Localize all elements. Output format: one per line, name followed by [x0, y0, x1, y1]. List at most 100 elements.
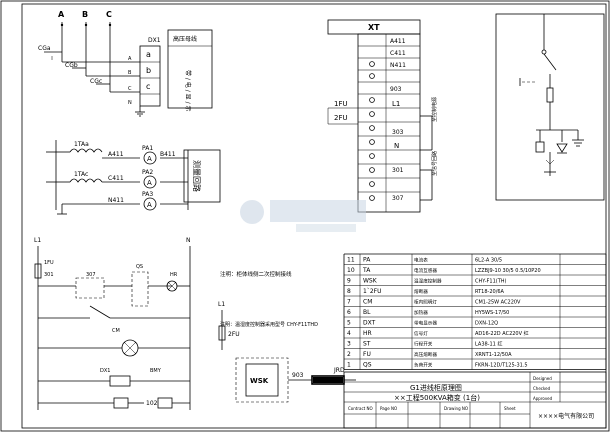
title-block-contract-no: Contract NO	[348, 406, 373, 411]
bom-name: 信号灯	[414, 330, 428, 337]
bom-no: 6	[347, 309, 351, 316]
ct-wire-b411: B411	[160, 151, 176, 158]
bom-spec: CM1-25W AC220V	[475, 300, 521, 306]
ammeter-pa3-symbol: A	[147, 201, 152, 209]
bom-no: 3	[347, 341, 351, 348]
bom-no: 7	[347, 299, 351, 306]
wsk-label: WSK	[250, 377, 269, 385]
dx1-terminal-c: c	[146, 82, 150, 91]
bom-code: WSK	[363, 278, 378, 285]
control-hr-label: HR	[170, 272, 178, 278]
xt-row-a411: A411	[390, 38, 406, 45]
measure-circuit-label: 测量回路	[192, 160, 202, 192]
wsk-fu-label: 2FU	[228, 331, 240, 338]
bom-name: 电流表	[414, 257, 428, 264]
bom-spec: 6L2-A 30/5	[475, 258, 502, 264]
control-n-label: N	[186, 237, 191, 244]
ammeter-pa2-symbol: A	[147, 179, 152, 187]
xt-terminal-block: XT A411 C411 N411 903 1FU 2FU L1 303 N 3…	[327, 19, 438, 213]
bom-code: BL	[363, 309, 371, 316]
title-block-page-no: Page NO	[380, 406, 397, 411]
ammeter-pa1: A PA1	[142, 145, 157, 165]
title-block-checked: Checked	[533, 386, 551, 391]
dx1-wire-c: C	[128, 86, 132, 92]
wsk-wire-903: 903	[292, 372, 304, 379]
breaker-label-c: CGc	[90, 78, 102, 85]
bus-label-c: C	[106, 10, 112, 19]
bom-no: 9	[347, 278, 351, 285]
bus-label-b: B	[82, 10, 88, 19]
wsk-l1-label: L1	[218, 301, 225, 308]
xt-title: XT	[368, 23, 380, 32]
xt-row-301: 301	[392, 167, 404, 174]
control-307-label: 307	[86, 272, 96, 278]
bom-name: 加热器	[414, 309, 428, 316]
ct-circuit	[46, 140, 189, 215]
watermark	[240, 200, 366, 232]
xt-side-note-signal: 至信号回路	[431, 151, 438, 176]
breaker-label-b: CGb	[65, 62, 78, 69]
title-block-drawing-no: Drawing NO	[444, 406, 468, 411]
ammeter-pa3: A PA3	[142, 191, 157, 211]
xt-fu2: 2FU	[334, 114, 348, 122]
bom-spec: RT18-20/6A	[475, 289, 505, 295]
xt-row-303: 303	[392, 129, 404, 136]
bom-no: 10	[347, 267, 355, 274]
wsk-note: 注明：温湿度控制器采用型号 CHY-F11THD	[220, 321, 318, 328]
bom-no: 4	[347, 330, 351, 337]
ammeter-pa1-label: PA1	[142, 145, 153, 152]
control-circuit: L1 N 1FU 301 307 QS HR CM DX1 BMY	[34, 237, 191, 410]
bom-name: 温湿度控制器	[414, 278, 442, 285]
ct-label-a: 1TAa	[74, 141, 89, 148]
xt-row-307: 307	[392, 195, 404, 202]
bom-no: 8	[347, 288, 351, 295]
bom-code: ST	[363, 341, 371, 348]
bom-code: QS	[363, 362, 372, 369]
bom-spec: LA38-11 红	[475, 341, 502, 348]
bom-spec: FKRN-12D/T125-31.5	[475, 363, 528, 369]
dx1-title: DX1	[148, 37, 161, 44]
bom-code: HR	[363, 330, 372, 337]
bom-code: TA	[362, 267, 371, 274]
bom-name: 行程开关	[414, 341, 433, 348]
bom-no: 11	[347, 257, 355, 264]
ct-label-c: 1TAc	[74, 171, 88, 178]
title-block-designed: Designed	[533, 376, 552, 381]
xt-row-l1: L1	[392, 100, 400, 108]
bom-spec: CHY-F11(TH)	[475, 279, 507, 285]
control-fu-label: 1FU	[44, 260, 54, 266]
bom-code: FU	[363, 351, 371, 358]
control-qs-label: QS	[136, 264, 143, 270]
breaker-label-a: CGa	[38, 45, 51, 52]
bus-labels: A B C	[58, 10, 112, 19]
xt-row-c411: C411	[390, 50, 406, 57]
bom-spec: LZZBJ9-10 30/5 0.5/10P20	[475, 268, 541, 274]
hv-bus-box-sub: 带 / 电 / 显 / 示	[184, 70, 192, 112]
xt-fu1: 1FU	[334, 100, 348, 108]
dx1-wire-a: A	[128, 56, 132, 62]
title-block-project: ××工程500KVA箱变 (1台)	[394, 393, 480, 402]
xt-row-903: 903	[390, 86, 402, 93]
bom-spec: HY5WS-17/50	[475, 310, 509, 316]
hv-bus-box-title: 高压母线	[173, 35, 197, 43]
bus-label-a: A	[58, 10, 65, 19]
control-note: 注明：柜体线侧二次控制接线	[220, 270, 292, 278]
xt-side-note-control: 至控制电源	[431, 97, 438, 122]
title-block: G1进线柜原理图 ××工程500KVA箱变 (1台) ××××电气有限公司 Co…	[343, 371, 607, 429]
dx1-wire-n: N	[128, 100, 132, 106]
bom-name: 负荷开关	[414, 362, 433, 369]
control-l1-label: L1	[34, 237, 41, 244]
bom-spec: AD16-22D AC220V 红	[475, 330, 529, 337]
control-102-label: 102	[146, 400, 158, 407]
control-dx1-label: DX1	[100, 368, 110, 374]
bom-name: 电流互感器	[414, 267, 437, 274]
ammeter-pa2-label: PA2	[142, 169, 153, 176]
inner-frame	[21, 3, 607, 429]
bom-spec: DXN-12Q	[475, 321, 498, 327]
ct-wire-a411: A411	[108, 151, 124, 158]
ct-wire-n411: N411	[108, 197, 124, 204]
dx1-block: DX1 a b c	[135, 37, 161, 117]
